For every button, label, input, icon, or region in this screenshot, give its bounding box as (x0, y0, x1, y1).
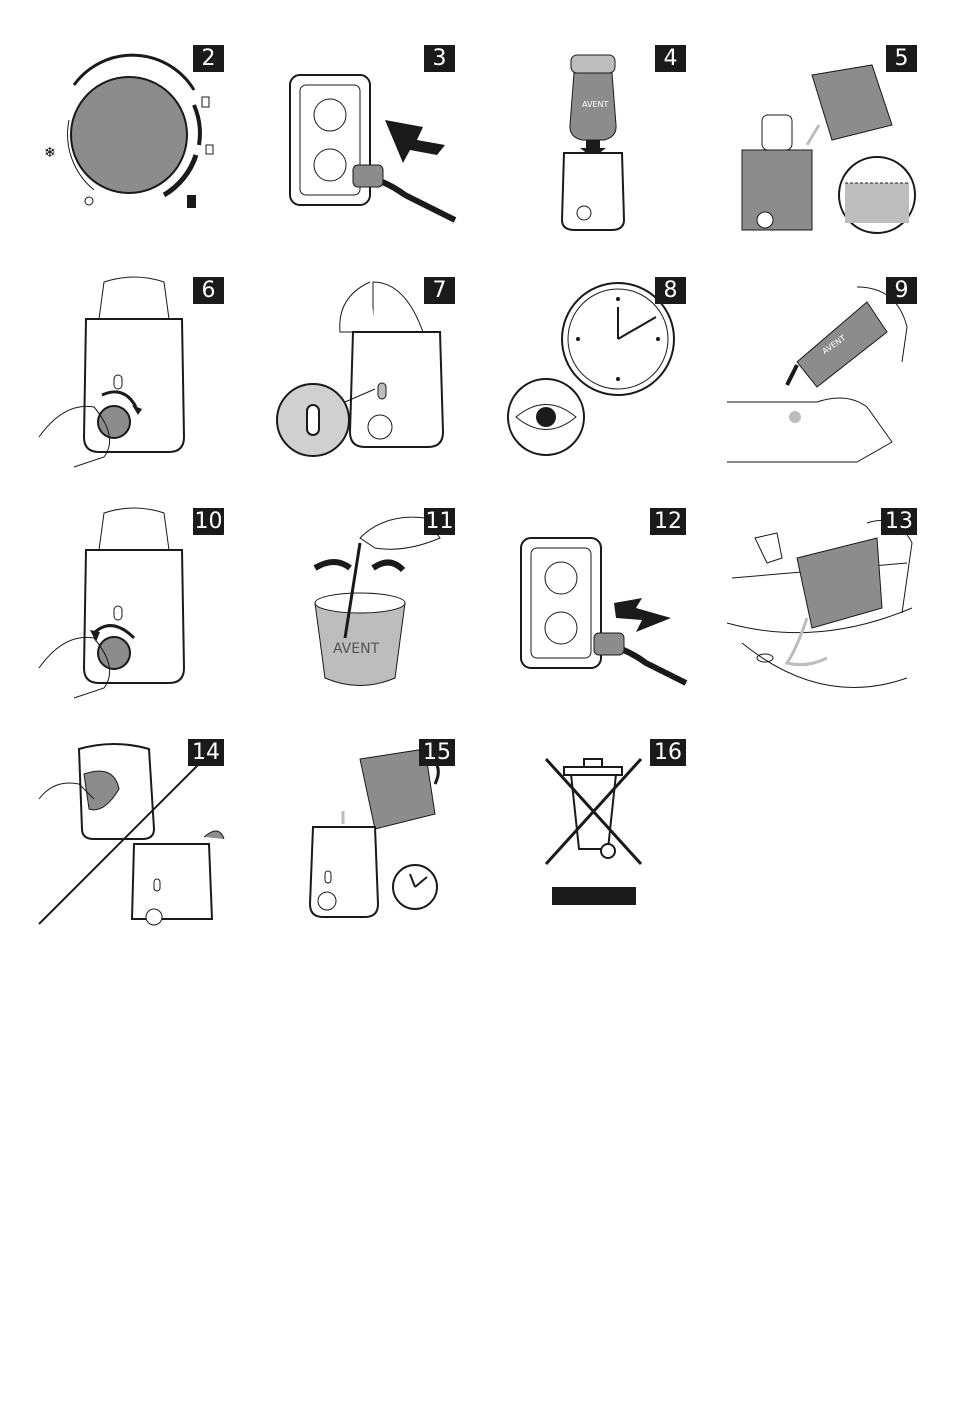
step-11-panel: AVENT 11 (265, 508, 455, 708)
step-number-badge: 6 (193, 277, 224, 304)
step-16-panel: 16 (496, 739, 686, 939)
container-logo: AVENT (333, 641, 380, 657)
step-8-panel: 8 (496, 277, 686, 477)
step-15-panel: 15 (265, 739, 455, 939)
svg-text:❄: ❄ (44, 145, 56, 161)
bottle-logo: AVENT (582, 100, 608, 109)
wipe-clean-illustration (34, 739, 224, 939)
pour-water-illustration (727, 45, 917, 245)
step-5-panel: 5 (727, 45, 917, 245)
descale-illustration (265, 739, 455, 939)
step-number-badge: 8 (655, 277, 686, 304)
step-number-badge: 10 (193, 508, 224, 535)
test-on-wrist-illustration: AVENT (727, 277, 917, 477)
step-number-badge: 15 (419, 739, 455, 766)
indicator-light-illustration (265, 277, 455, 477)
step-13-panel: 13 (727, 508, 917, 708)
plug-into-socket-illustration (265, 45, 455, 245)
step-number-badge: 3 (424, 45, 455, 72)
turn-knob-off-illustration (34, 508, 224, 708)
empty-in-sink-illustration (727, 508, 917, 708)
insert-bottle-illustration: AVENT (496, 45, 686, 245)
step-3-panel: 3 (265, 45, 455, 245)
step-number-badge: 7 (424, 277, 455, 304)
stir-food-illustration: AVENT (265, 508, 455, 708)
step-number-badge: 12 (650, 508, 686, 535)
step-number-badge: 2 (193, 45, 224, 72)
step-number-badge: 4 (655, 45, 686, 72)
step-number-badge: 9 (886, 277, 917, 304)
watch-clock-illustration (496, 277, 686, 477)
turn-knob-on-illustration (34, 277, 224, 477)
step-number-badge: 14 (188, 739, 224, 766)
step-number-badge: 5 (886, 45, 917, 72)
step-7-panel: 7 (265, 277, 455, 477)
step-6-panel: 6 (34, 277, 224, 477)
step-12-panel: 12 (496, 508, 686, 708)
step-10-panel: 10 (34, 508, 224, 708)
step-4-panel: AVENT 4 (496, 45, 686, 245)
unplug-illustration (496, 508, 686, 708)
step-14-panel: 14 (34, 739, 224, 939)
step-2-panel: ❄ 2 (34, 45, 224, 245)
weee-disposal-illustration (496, 739, 686, 939)
step-number-badge: 13 (881, 508, 917, 535)
step-number-badge: 16 (650, 739, 686, 766)
thermostat-dial-illustration: ❄ (34, 45, 224, 245)
step-number-badge: 11 (424, 508, 455, 535)
step-9-panel: AVENT 9 (727, 277, 917, 477)
